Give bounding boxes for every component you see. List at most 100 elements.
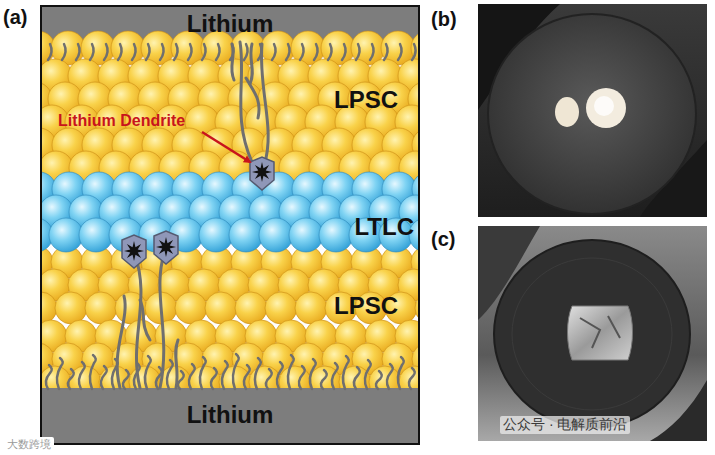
root xyxy=(244,365,250,389)
root xyxy=(62,44,66,60)
root xyxy=(300,44,304,60)
root xyxy=(258,44,262,60)
root xyxy=(387,364,393,389)
root xyxy=(167,360,173,389)
root xyxy=(118,44,122,60)
root xyxy=(365,360,371,389)
layer-band: LPSC xyxy=(42,48,418,152)
root xyxy=(233,354,239,389)
root xyxy=(156,367,162,389)
layer-label: LTLC xyxy=(354,213,414,241)
burst-star xyxy=(156,237,176,257)
panel-letter: (b) xyxy=(431,8,457,31)
lpsc-particle xyxy=(205,292,237,324)
ltlc-particle xyxy=(229,218,263,252)
root xyxy=(211,368,217,389)
lpsc-particle xyxy=(175,292,207,324)
root xyxy=(123,370,129,389)
layer-label: Lithium xyxy=(187,10,274,38)
root xyxy=(101,366,107,389)
root xyxy=(112,359,118,389)
root xyxy=(202,44,206,60)
root xyxy=(332,363,338,389)
root xyxy=(46,365,52,389)
root xyxy=(216,44,220,60)
ltlc-particle xyxy=(49,218,83,252)
root xyxy=(244,44,248,60)
root xyxy=(266,369,272,389)
root xyxy=(310,359,316,389)
layer-band: LTLC xyxy=(42,196,418,258)
root xyxy=(230,44,234,60)
layer-label: Lithium xyxy=(187,401,274,429)
layer-band: LPSC xyxy=(42,270,418,342)
root xyxy=(90,355,96,389)
root xyxy=(277,362,283,389)
panel-letter: (c) xyxy=(431,228,455,251)
root xyxy=(412,44,416,60)
root xyxy=(398,357,404,389)
root xyxy=(328,44,332,60)
photo-c xyxy=(478,226,707,441)
root xyxy=(354,367,360,389)
root xyxy=(79,362,85,389)
particles xyxy=(41,31,419,398)
lpsc-particle xyxy=(55,292,87,324)
root xyxy=(314,44,318,60)
root xyxy=(68,369,74,389)
pointer-arrow xyxy=(202,132,250,162)
root xyxy=(384,44,388,60)
root xyxy=(376,371,382,389)
root xyxy=(299,366,305,389)
root xyxy=(343,356,349,389)
root xyxy=(409,368,415,389)
interface-roots xyxy=(46,44,416,389)
root xyxy=(321,370,327,389)
burst-star xyxy=(252,162,272,182)
root xyxy=(288,355,294,389)
burst-star xyxy=(124,241,144,261)
root xyxy=(104,44,108,60)
lpsc-particle xyxy=(41,292,57,324)
root xyxy=(48,44,52,60)
watermark: 公众号 · 电解质前沿 xyxy=(500,416,630,434)
ltlc-particle xyxy=(289,218,323,252)
root xyxy=(342,44,346,60)
ltlc-particle xyxy=(319,218,353,252)
root xyxy=(255,358,261,389)
root xyxy=(132,44,136,60)
panel-border xyxy=(41,6,419,444)
layer-label: LPSC xyxy=(334,292,398,320)
lpsc-particle xyxy=(265,292,297,324)
lpsc-particle xyxy=(235,292,267,324)
root xyxy=(90,44,94,60)
root xyxy=(189,364,195,389)
layer-band: Lithium xyxy=(42,398,418,432)
panel-letter: (a) xyxy=(3,6,27,29)
root xyxy=(370,44,374,60)
root xyxy=(146,44,150,60)
root xyxy=(174,44,178,60)
photo-b xyxy=(478,4,707,217)
root xyxy=(57,358,63,389)
lpsc-particle xyxy=(295,292,327,324)
ltlc-particle xyxy=(259,218,293,252)
dendrites xyxy=(117,42,268,388)
root xyxy=(272,44,276,60)
root xyxy=(134,363,140,389)
root xyxy=(188,44,192,60)
lpsc-particle xyxy=(85,292,117,324)
layer-band: Lithium xyxy=(42,7,418,41)
root xyxy=(356,44,360,60)
root xyxy=(286,44,290,60)
watermark: 大数跨境 xyxy=(4,437,54,452)
root xyxy=(200,357,206,389)
layer-label: LPSC xyxy=(334,86,398,114)
ltlc-particle xyxy=(79,218,113,252)
root xyxy=(222,361,228,389)
lithium-band xyxy=(41,388,419,444)
root xyxy=(178,371,184,389)
ltlc-particle xyxy=(199,218,233,252)
root xyxy=(398,44,402,60)
